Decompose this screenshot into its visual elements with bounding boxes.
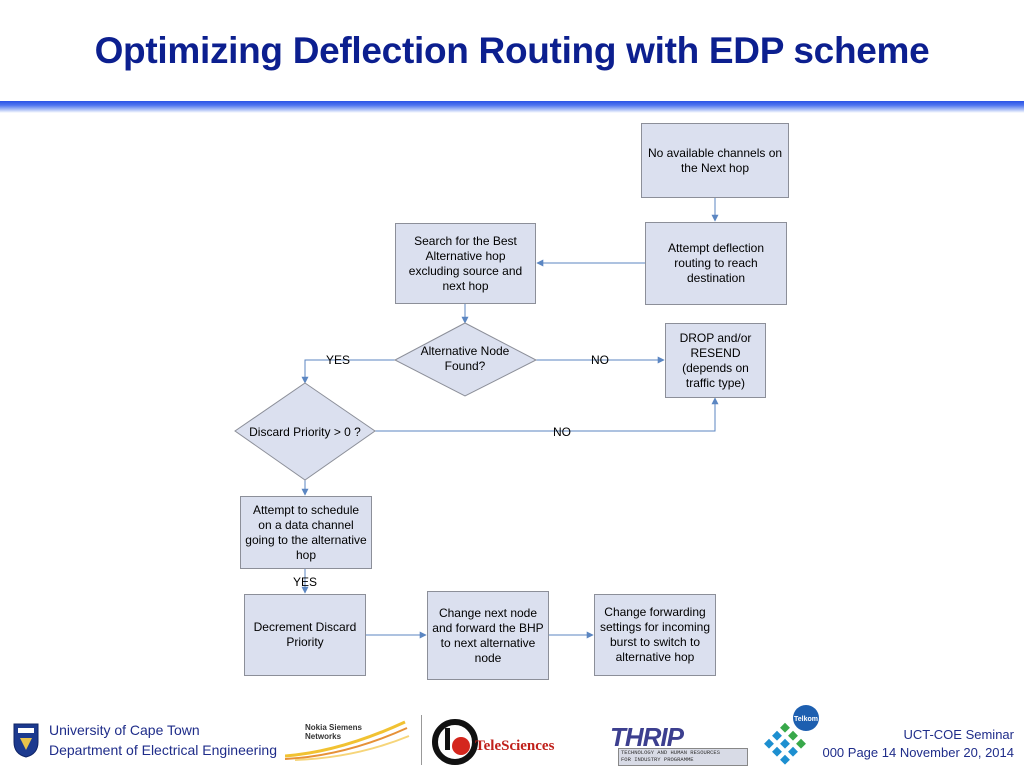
node-attempt-schedule: Attempt to schedule on a data channel go…: [240, 496, 372, 569]
nokia-line1: Nokia Siemens: [305, 723, 362, 732]
edge-label-yes-found: YES: [326, 353, 351, 367]
nokia-line2: Networks: [305, 732, 342, 741]
edge-priority-no-to-drop: [375, 397, 719, 432]
node-search-best-alternative: Search for the Best Alternative hop excl…: [395, 223, 536, 304]
thrip-name: THRIP: [610, 722, 684, 752]
telesciences-logo: TeleSciences: [431, 718, 586, 766]
decision-discard-priority: [234, 382, 376, 481]
footer-university: University of Cape Town: [49, 722, 200, 738]
title-underline-bar: [0, 101, 1024, 113]
footer-page-info: 000 Page 14 November 20, 2014: [822, 745, 1014, 760]
nokia-siemens-logo: Nokia Siemens Networks: [284, 716, 410, 762]
telkom-logo: Telkom: [760, 702, 826, 768]
edge-found-yes-to-priority: [301, 359, 395, 384]
node-attempt-deflection-routing: Attempt deflection routing to reach dest…: [645, 222, 787, 305]
uct-crest-logo: [12, 722, 40, 758]
node-change-next-node: Change next node and forward the BHP to …: [427, 591, 549, 680]
edge-label-yes-schedule: YES: [293, 575, 318, 589]
decision-discard-priority-label: Discard Priority > 0 ?: [249, 424, 361, 439]
thrip-logo: THRIP TECHNOLOGY AND HUMAN RESOURCES FOR…: [606, 722, 748, 766]
thrip-line1: TECHNOLOGY AND HUMAN RESOURCES: [621, 749, 721, 756]
decision-alternative-node-found-label: Alternative Node Found?: [420, 344, 510, 373]
footer-seminar: UCT-COE Seminar: [903, 727, 1014, 742]
slide-title: Optimizing Deflection Routing with EDP s…: [94, 30, 930, 71]
edge-label-no-found: NO: [591, 353, 609, 367]
edge-label-no-priority: NO: [553, 425, 571, 439]
telkom-text: Telkom: [794, 716, 818, 723]
thrip-line2: FOR INDUSTRY PROGRAMME: [621, 756, 694, 763]
node-drop-resend: DROP and/or RESEND (depends on traffic t…: [665, 323, 766, 398]
decision-alternative-node-found: [393, 322, 538, 397]
node-no-available-channels: No available channels on the Next hop: [641, 123, 789, 198]
telesciences-text: TeleSciences: [475, 738, 555, 754]
node-decrement-discard-priority: Decrement Discard Priority: [244, 594, 366, 676]
node-change-forwarding-settings: Change forwarding settings for incoming …: [594, 594, 716, 676]
footer-divider: [421, 715, 422, 765]
footer-department: Department of Electrical Engineering: [49, 742, 278, 758]
